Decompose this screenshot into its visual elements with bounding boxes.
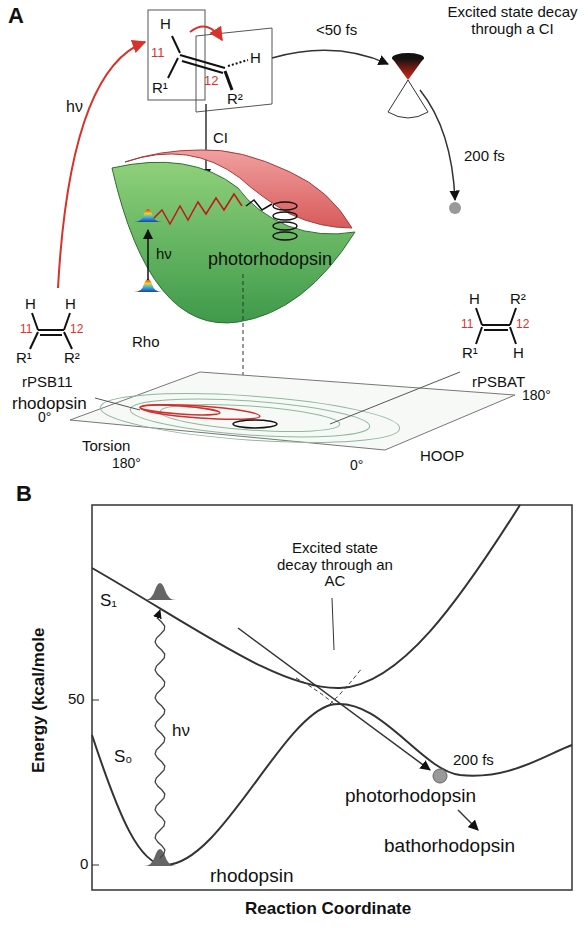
atom-label: H [469, 291, 480, 308]
atom-label: H [65, 296, 76, 313]
arrow [205, 104, 207, 178]
substituent-label: R² [510, 291, 526, 308]
axis-tick: 0° [38, 410, 51, 425]
substituent-label: R² [64, 350, 80, 367]
state-label: S₁ [100, 592, 117, 611]
panel-letter: A [8, 4, 24, 28]
conical-intersection [388, 53, 428, 118]
axis-label: HOOP [420, 448, 464, 465]
time-label: <50 fs [316, 22, 357, 39]
axis-tick: 50 [68, 691, 85, 708]
time-label: 200 fs [464, 148, 505, 165]
state-label: rhodopsin [210, 866, 293, 887]
carbon-number: 12 [204, 74, 218, 88]
axis-tick: 180° [522, 388, 551, 403]
molecule-name: rPSB11 [22, 374, 73, 391]
annotation: Excited state decay through an AC [270, 540, 400, 590]
substituent-label: R¹ [16, 350, 32, 367]
atom-label: H [250, 50, 261, 67]
axis-label: Torsion [82, 438, 130, 455]
arrow [272, 50, 388, 64]
axis-tick: 0 [80, 856, 88, 873]
state-label: S₀ [114, 748, 132, 767]
ci-label: CI [213, 130, 228, 147]
carbon-number: 11 [151, 46, 165, 60]
carbon-number: 12 [70, 323, 83, 336]
panel-letter: B [16, 482, 32, 506]
photon-label: hν [156, 246, 172, 263]
state-label: Rho [132, 334, 160, 351]
carbon-number: 12 [516, 318, 529, 331]
contour-plane [70, 372, 515, 450]
molecule-name: rPSBAT [472, 374, 525, 391]
annotation: Excited state decay through a CI [440, 4, 585, 37]
axis-title: Energy (kcal/mole [31, 627, 50, 773]
axis-tick: 0° [350, 458, 363, 473]
state-label: photorhodopsin [208, 250, 332, 270]
energy-plot [92, 505, 572, 890]
axis-title: Reaction Coordinate [245, 900, 411, 919]
carbon-number: 11 [20, 323, 32, 336]
rPSB11-structure [30, 313, 72, 349]
atom-label: H [160, 16, 171, 33]
product-dot [433, 769, 447, 783]
time-label: 200 fs [453, 752, 494, 769]
rPSBAT-structure [476, 308, 516, 344]
product-dot [449, 202, 461, 214]
substituent-label: R¹ [152, 80, 168, 97]
carbon-number: 11 [461, 318, 473, 331]
top-molecule [148, 10, 272, 112]
photon-label: hν [66, 98, 83, 116]
state-label: photorhodopsin [345, 786, 476, 807]
axis-tick: 180° [112, 456, 141, 471]
substituent-label: R¹ [462, 345, 478, 362]
atom-label: H [513, 345, 524, 362]
atom-label: H [25, 296, 36, 313]
arrow [420, 90, 455, 200]
substituent-label: R² [227, 91, 243, 108]
state-label: bathorhodopsin [384, 836, 515, 857]
photon-label: hν [172, 722, 190, 741]
energy-surface [112, 150, 355, 323]
